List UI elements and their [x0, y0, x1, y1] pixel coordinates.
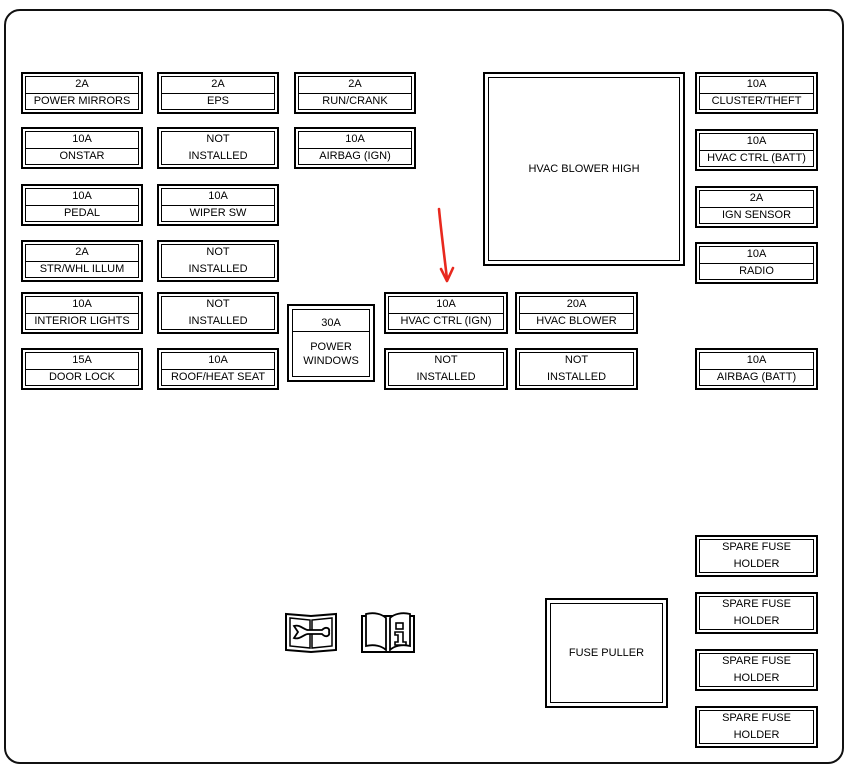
spare-fuse-holder[interactable]: SPARE FUSE HOLDER — [695, 535, 818, 577]
fuse-label: IGN SENSOR — [721, 208, 792, 221]
fuse-not-installed[interactable]: NOT INSTALLED — [157, 292, 279, 334]
fuse-power-windows[interactable]: 30A POWER WINDOWS — [287, 304, 375, 382]
fuse-amp: 30A — [293, 310, 369, 333]
spare-fuse-holder[interactable]: SPARE FUSE HOLDER — [695, 706, 818, 748]
fuse-label: DOOR LOCK — [48, 370, 115, 383]
fuse-amp: 10A — [162, 353, 274, 370]
fuse-not-installed[interactable]: NOT INSTALLED — [157, 127, 279, 169]
fuse-panel — [4, 9, 844, 764]
fuse-puller-label: FUSE PULLER — [550, 603, 663, 703]
fuse-amp: 15A — [26, 353, 138, 370]
spare-label: SPARE FUSE HOLDER — [722, 655, 791, 684]
fuse-label: PEDAL — [63, 206, 101, 219]
fuse-label: POWER MIRRORS — [33, 94, 131, 107]
fuse-amp: 10A — [26, 132, 138, 149]
fuse-amp: 10A — [700, 247, 813, 264]
fuse-amp: 10A — [700, 77, 813, 94]
hvac-blower-high-relay[interactable]: HVAC BLOWER HIGH — [483, 72, 685, 266]
fuse-label: NOT INSTALLED — [188, 133, 248, 162]
fuse-amp: 10A — [700, 134, 813, 151]
fuse-label: NOT INSTALLED — [188, 246, 248, 275]
fuse-not-installed[interactable]: NOT INSTALLED — [515, 348, 638, 390]
fuse-amp: 10A — [26, 297, 138, 314]
spare-label: SPARE FUSE HOLDER — [722, 541, 791, 570]
fuse-label: ONSTAR — [59, 149, 105, 162]
fuse-amp: 2A — [26, 245, 138, 262]
annotation-arrow — [437, 207, 455, 283]
fuse-amp: 2A — [26, 77, 138, 94]
fuse-label: AIRBAG (IGN) — [319, 149, 391, 162]
fuse-label: NOT INSTALLED — [188, 298, 248, 327]
fuse-amp: 10A — [700, 353, 813, 370]
fuse-amp: 10A — [162, 189, 274, 206]
fuse-amp: 10A — [26, 189, 138, 206]
fuse-label: STR/WHL ILLUM — [39, 262, 125, 275]
fuse-label: RUN/CRANK — [322, 94, 388, 107]
fuse-label: RADIO — [739, 264, 774, 277]
fuse-amp: 10A — [389, 297, 503, 314]
fuse-amp: 2A — [299, 77, 411, 94]
fuse-label: INTERIOR LIGHTS — [34, 314, 130, 327]
fuse-amp: 10A — [299, 132, 411, 149]
owners-manual-info-icon — [361, 612, 415, 653]
spare-label: SPARE FUSE HOLDER — [722, 598, 791, 627]
fuse-label: HVAC BLOWER — [536, 314, 617, 327]
fuse-label: WIPER SW — [189, 206, 247, 219]
spare-label: SPARE FUSE HOLDER — [722, 712, 791, 741]
fuse-label: NOT INSTALLED — [546, 354, 607, 383]
relay-label: HVAC BLOWER HIGH — [488, 77, 680, 261]
fuse-label: POWER WINDOWS — [303, 341, 359, 368]
spare-fuse-holder[interactable]: SPARE FUSE HOLDER — [695, 592, 818, 634]
fuse-label: CLUSTER/THEFT — [711, 94, 802, 107]
fuse-puller[interactable]: FUSE PULLER — [545, 598, 668, 708]
fuse-not-installed[interactable]: NOT INSTALLED — [157, 240, 279, 282]
fuse-amp: 2A — [162, 77, 274, 94]
fuse-label: AIRBAG (BATT) — [716, 370, 797, 383]
spare-fuse-holder[interactable]: SPARE FUSE HOLDER — [695, 649, 818, 691]
fuse-amp: 2A — [700, 191, 813, 208]
fuse-label: NOT INSTALLED — [416, 354, 476, 383]
fuse-amp: 20A — [520, 297, 633, 314]
fuse-not-installed[interactable]: NOT INSTALLED — [384, 348, 508, 390]
service-manual-icon — [285, 612, 337, 654]
fuse-label: ROOF/HEAT SEAT — [170, 370, 266, 383]
fuse-label: HVAC CTRL (IGN) — [400, 314, 492, 327]
fuse-label: HVAC CTRL (BATT) — [707, 151, 806, 164]
fuse-label: EPS — [206, 94, 229, 107]
